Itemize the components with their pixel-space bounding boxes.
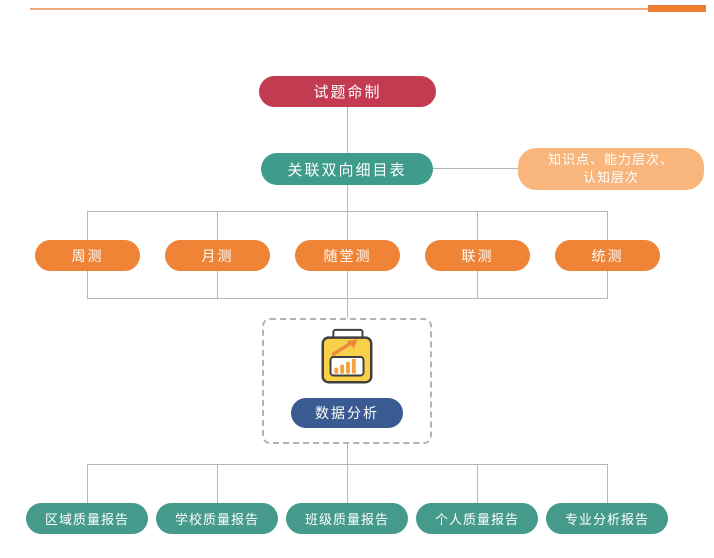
node-label: 数据分析 (315, 405, 379, 421)
connector-line (607, 464, 608, 503)
node-test-creation: 试题命制 (259, 76, 436, 107)
node-class-quality-report: 班级质量报告 (286, 503, 408, 534)
node-label: 班级质量报告 (304, 512, 389, 527)
note-line-1: 知识点、能力层次、 (547, 152, 674, 168)
connector-line (347, 444, 348, 464)
connector-line (432, 168, 519, 169)
connector-line (87, 464, 88, 503)
node-unified-test: 统测 (555, 240, 660, 271)
connector-line (347, 185, 348, 211)
node-weekly-test: 周测 (35, 240, 140, 271)
connector-line (607, 211, 608, 240)
node-data-analysis: 数据分析 (291, 398, 403, 428)
node-knowledge-levels-note: 知识点、能力层次、 认知层次 (518, 148, 704, 190)
connector-line (347, 107, 348, 153)
note-line-2: 认知层次 (582, 170, 639, 185)
node-label: 月测 (201, 247, 234, 264)
node-label: 关联双向细目表 (287, 161, 407, 179)
connector-line (607, 271, 608, 298)
header-rule-accent (648, 5, 706, 12)
node-label: 随堂测 (323, 247, 372, 264)
node-joint-test: 联测 (425, 240, 530, 271)
node-label: 联测 (461, 247, 494, 264)
connector-line (217, 271, 218, 298)
connector-line (87, 271, 88, 298)
connector-line (477, 464, 478, 503)
node-personal-quality-report: 个人质量报告 (416, 503, 538, 534)
node-label: 学校质量报告 (174, 512, 259, 527)
connector-line (347, 211, 348, 240)
node-label: 区域质量报告 (44, 512, 129, 527)
node-inclass-test: 随堂测 (295, 240, 400, 271)
node-school-quality-report: 学校质量报告 (156, 503, 278, 534)
node-region-quality-report: 区域质量报告 (26, 503, 148, 534)
bar-chart-document-icon (314, 326, 380, 390)
node-label: 试题命制 (313, 84, 382, 101)
node-label: 专业分析报告 (564, 512, 649, 527)
node-label: 周测 (71, 247, 104, 264)
header-rule (30, 8, 702, 10)
connector-line (477, 271, 478, 298)
node-label: 统测 (591, 247, 624, 264)
node-spec-table: 关联双向细目表 (261, 153, 433, 185)
connector-line (347, 298, 348, 318)
connector-line (347, 464, 348, 503)
node-monthly-test: 月测 (165, 240, 270, 271)
connector-line (477, 211, 478, 240)
connector-line (347, 271, 348, 298)
connector-line (217, 464, 218, 503)
connector-line (217, 211, 218, 240)
connector-line (87, 211, 88, 240)
node-professional-analysis-report: 专业分析报告 (546, 503, 668, 534)
node-label: 个人质量报告 (434, 512, 519, 527)
